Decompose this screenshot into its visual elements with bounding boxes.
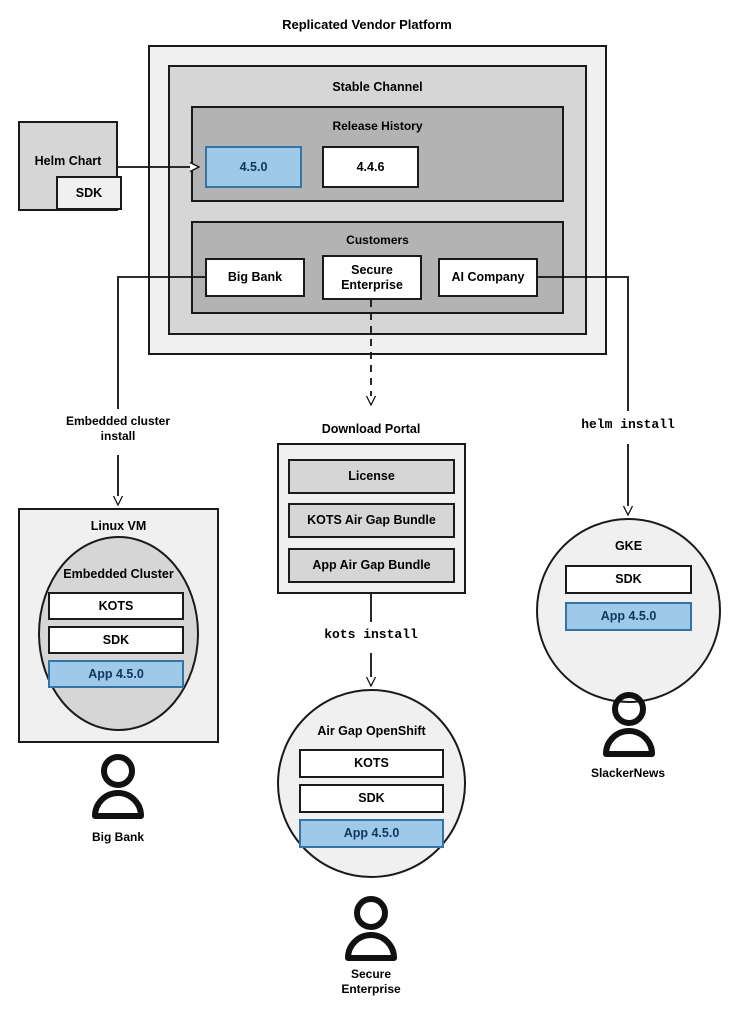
gke-component-sdk[interactable]: SDK bbox=[565, 565, 692, 594]
linux-vm-component-kots[interactable]: KOTS bbox=[48, 592, 184, 620]
person-icon-big-bank bbox=[92, 754, 144, 819]
actor-label-secure-enterprise: Secure Enterprise bbox=[341, 967, 401, 996]
customer-box-ai-company[interactable]: AI Company bbox=[438, 258, 538, 297]
label-embedded-cluster-install: Embedded cluster install bbox=[65, 414, 171, 443]
label-helm-install: helm install bbox=[581, 417, 675, 432]
gke-component-app[interactable]: App 4.5.0 bbox=[565, 602, 692, 631]
helm-chart-sdk-box[interactable]: SDK bbox=[56, 176, 122, 210]
airgap-component-sdk[interactable]: SDK bbox=[299, 784, 444, 813]
release-box-current[interactable]: 4.5.0 bbox=[205, 146, 302, 188]
airgap-openshift-title: Air Gap OpenShift bbox=[317, 724, 426, 738]
airgap-component-app[interactable]: App 4.5.0 bbox=[299, 819, 444, 848]
label-kots-install: kots install bbox=[324, 627, 418, 642]
actor-label-big-bank: Big Bank bbox=[91, 830, 144, 844]
release-box-previous[interactable]: 4.4.6 bbox=[322, 146, 419, 188]
diagram-title: Replicated Vendor Platform bbox=[282, 17, 452, 32]
customer-box-secure-enterprise[interactable]: Secure Enterprise bbox=[322, 255, 422, 300]
linux-vm-component-sdk[interactable]: SDK bbox=[48, 626, 184, 654]
linux-vm-component-app[interactable]: App 4.5.0 bbox=[48, 660, 184, 688]
linux-vm-title: Linux VM bbox=[90, 519, 147, 533]
helm-chart-label: Helm Chart bbox=[34, 154, 102, 168]
customers-title: Customers bbox=[346, 233, 409, 247]
customer-box-big-bank[interactable]: Big Bank bbox=[205, 258, 305, 297]
download-artifact-license[interactable]: License bbox=[288, 459, 455, 494]
person-icon-slackernews bbox=[603, 692, 655, 757]
release-history-title: Release History bbox=[332, 119, 423, 133]
download-artifact-kots-air-gap-bundle[interactable]: KOTS Air Gap Bundle bbox=[288, 503, 455, 538]
embedded-cluster-title: Embedded Cluster bbox=[63, 567, 174, 581]
download-portal-title: Download Portal bbox=[321, 422, 421, 436]
person-icon-secure-enterprise bbox=[345, 896, 397, 961]
airgap-component-kots[interactable]: KOTS bbox=[299, 749, 444, 778]
actor-label-slackernews: SlackerNews bbox=[590, 766, 666, 780]
gke-title: GKE bbox=[614, 539, 643, 553]
download-artifact-app-air-gap-bundle[interactable]: App Air Gap Bundle bbox=[288, 548, 455, 583]
stable-channel-title: Stable Channel bbox=[332, 80, 423, 94]
